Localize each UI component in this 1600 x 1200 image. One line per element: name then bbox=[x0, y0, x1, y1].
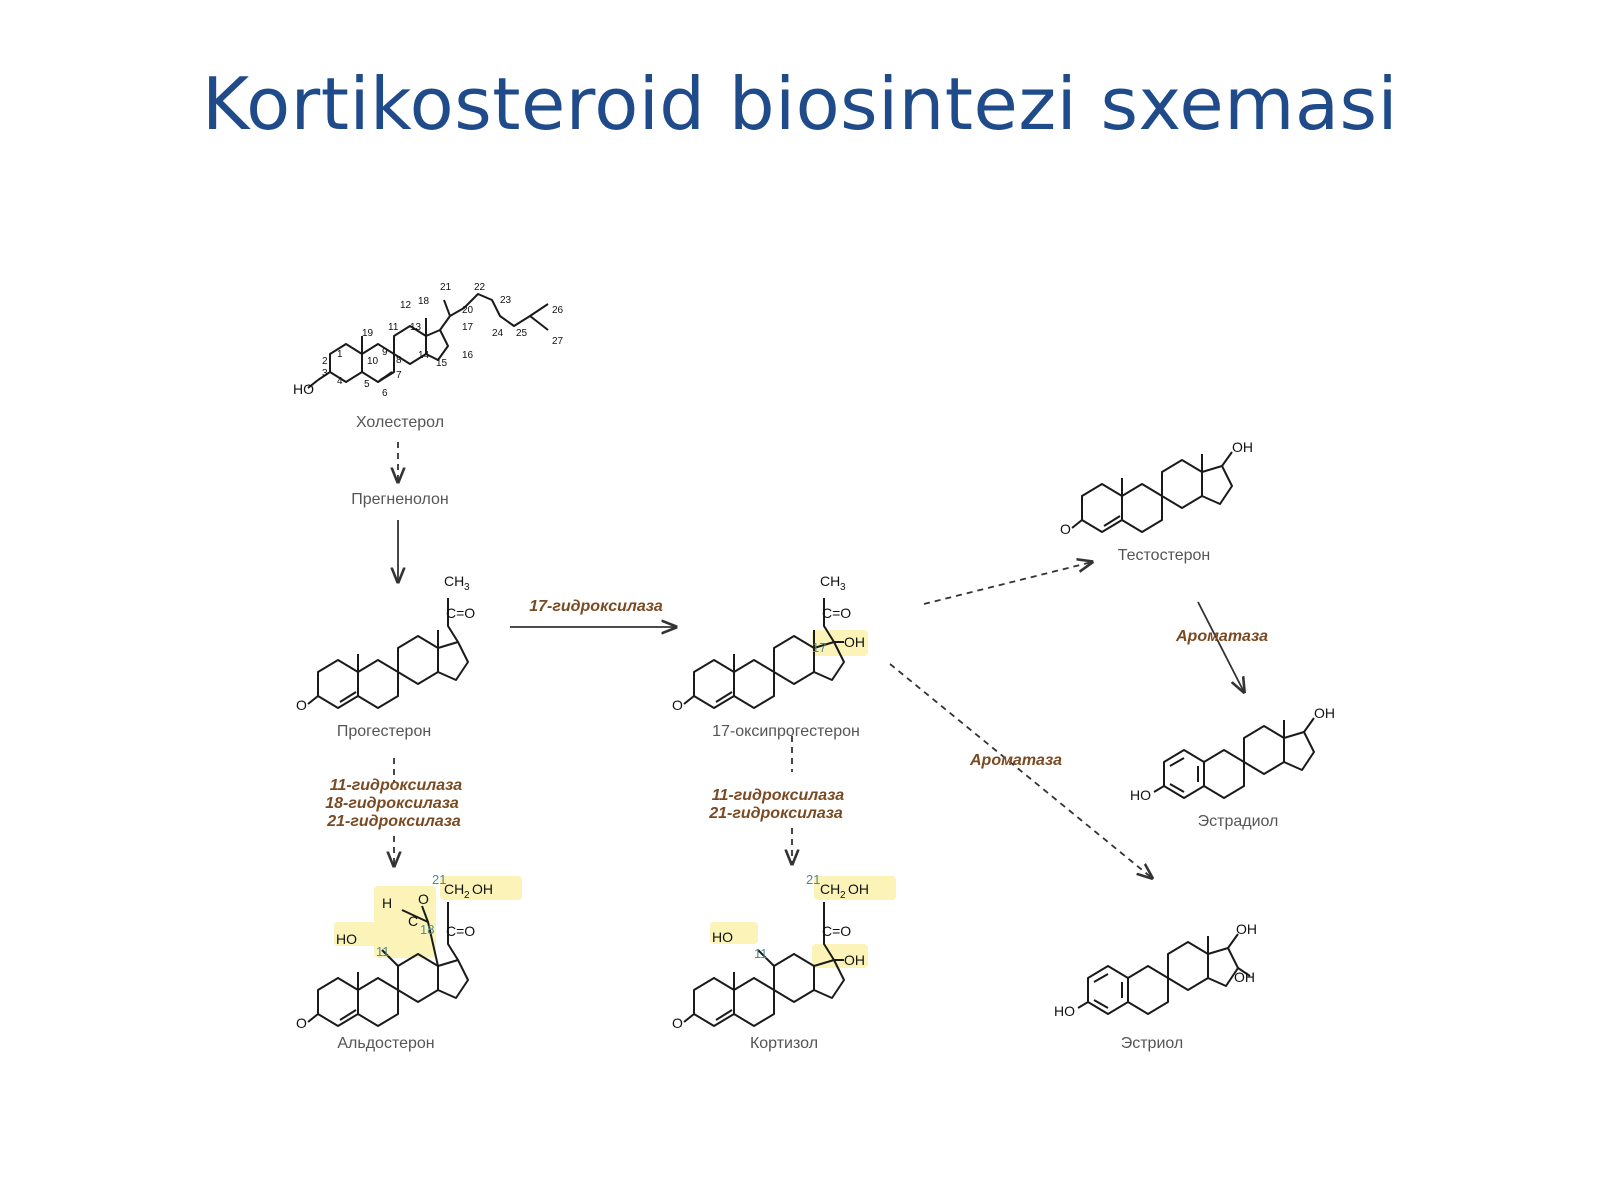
svg-text:C=O: C=O bbox=[446, 923, 475, 939]
svg-text:21: 21 bbox=[806, 872, 820, 887]
svg-text:8: 8 bbox=[396, 355, 402, 366]
svg-text:11: 11 bbox=[754, 946, 768, 961]
svg-text:OH: OH bbox=[844, 634, 865, 650]
aldosterone-label: Альдостерон bbox=[337, 1035, 434, 1052]
svg-text:18: 18 bbox=[418, 296, 430, 307]
svg-text:3: 3 bbox=[840, 582, 846, 593]
svg-text:O: O bbox=[672, 697, 683, 713]
enzyme-21-hydroxylase-a: 21-гидроксилаза bbox=[326, 813, 461, 830]
svg-text:5: 5 bbox=[364, 379, 370, 390]
svg-text:OH: OH bbox=[1236, 921, 1257, 937]
svg-text:6: 6 bbox=[382, 388, 388, 399]
svg-text:C=O: C=O bbox=[446, 605, 475, 621]
svg-text:OH: OH bbox=[1234, 969, 1255, 985]
svg-text:19: 19 bbox=[362, 328, 374, 339]
svg-text:21: 21 bbox=[432, 872, 446, 887]
svg-text:OH: OH bbox=[1314, 705, 1335, 721]
svg-text:7: 7 bbox=[396, 370, 402, 381]
svg-text:C: C bbox=[408, 913, 418, 929]
arrow-testosterone-estradiol bbox=[1197, 601, 1244, 692]
svg-text:CH: CH bbox=[444, 573, 464, 589]
svg-text:17: 17 bbox=[462, 322, 474, 333]
svg-text:14: 14 bbox=[418, 350, 430, 361]
svg-text:HO: HO bbox=[1130, 787, 1151, 803]
enzyme-11-hydroxylase-a: 11-гидроксилаза bbox=[330, 777, 462, 794]
aldosterone-structure: HO H C O 18 11 C=O CH 2 OH 21 O bbox=[296, 872, 522, 1031]
svg-text:O: O bbox=[672, 1015, 683, 1031]
svg-text:24: 24 bbox=[492, 328, 504, 339]
cholesterol-label: Холестерол bbox=[356, 414, 444, 431]
svg-text:26: 26 bbox=[552, 305, 564, 316]
arrow-17oh-testosterone bbox=[923, 562, 1092, 605]
svg-text:4: 4 bbox=[337, 376, 343, 387]
cholesterol-ho-label: HO bbox=[293, 381, 314, 397]
svg-text:2: 2 bbox=[464, 890, 470, 901]
svg-text:11: 11 bbox=[388, 322, 399, 333]
estriol-label: Эстриол bbox=[1121, 1035, 1184, 1052]
enzyme-18-hydroxylase: 18-гидроксилаза bbox=[325, 795, 459, 812]
enzyme-11-hydroxylase-b: 11-гидроксилаза bbox=[712, 787, 844, 804]
svg-text:OH: OH bbox=[844, 952, 865, 968]
pregnenolone-label: Прегненолон bbox=[351, 491, 449, 508]
svg-text:O: O bbox=[1060, 521, 1071, 537]
cortisol-label: Кортизол bbox=[750, 1035, 818, 1052]
svg-text:15: 15 bbox=[436, 358, 448, 369]
progesterone-structure: O C=O CH 3 bbox=[296, 573, 475, 713]
estradiol-structure: HO OH bbox=[1130, 705, 1335, 803]
svg-text:O: O bbox=[296, 1015, 307, 1031]
svg-text:3: 3 bbox=[322, 368, 328, 379]
svg-text:O: O bbox=[296, 697, 307, 713]
svg-text:20: 20 bbox=[462, 305, 474, 316]
svg-text:HO: HO bbox=[712, 929, 733, 945]
testosterone-structure: O OH bbox=[1060, 439, 1253, 537]
arrow-17oh-estriol bbox=[889, 663, 1152, 878]
svg-text:C=O: C=O bbox=[822, 605, 851, 621]
cortisol-structure: HO 11 OH C=O CH 2 OH 21 O bbox=[672, 872, 896, 1031]
svg-text:13: 13 bbox=[410, 322, 422, 333]
svg-text:9: 9 bbox=[382, 347, 388, 358]
svg-text:16: 16 bbox=[462, 350, 474, 361]
svg-text:OH: OH bbox=[1232, 439, 1253, 455]
svg-text:C=O: C=O bbox=[822, 923, 851, 939]
svg-text:O: O bbox=[418, 891, 429, 907]
svg-text:1: 1 bbox=[337, 349, 343, 360]
svg-text:18: 18 bbox=[420, 922, 434, 937]
svg-text:23: 23 bbox=[500, 295, 512, 306]
svg-text:10: 10 bbox=[367, 356, 379, 367]
estriol-structure: HO OH OH bbox=[1054, 921, 1257, 1019]
svg-text:27: 27 bbox=[552, 336, 564, 347]
svg-text:11: 11 bbox=[376, 944, 390, 959]
enzyme-aromatase-2: Ароматаза bbox=[969, 752, 1062, 769]
svg-text:21: 21 bbox=[440, 282, 452, 293]
estradiol-label: Эстрадиол bbox=[1198, 813, 1279, 830]
svg-text:12: 12 bbox=[400, 300, 412, 311]
cholesterol-structure: HO 1 2 3 4 5 6 7 8 9 10 11 12 13 14 15 1… bbox=[293, 282, 564, 399]
svg-text:2: 2 bbox=[322, 356, 328, 367]
svg-text:CH: CH bbox=[444, 881, 464, 897]
svg-text:3: 3 bbox=[464, 582, 470, 593]
svg-text:22: 22 bbox=[474, 282, 486, 293]
enzyme-21-hydroxylase-b: 21-гидроксилаза bbox=[708, 805, 843, 822]
svg-text:CH: CH bbox=[820, 573, 840, 589]
svg-text:HO: HO bbox=[1054, 1003, 1075, 1019]
enzyme-aromatase-1: Ароматаза bbox=[1175, 628, 1268, 645]
testosterone-label: Тестостерон bbox=[1118, 547, 1211, 564]
enzyme-17-hydroxylase: 17-гидроксилаза bbox=[529, 598, 663, 615]
svg-text:H: H bbox=[382, 895, 392, 911]
svg-text:OH: OH bbox=[848, 881, 869, 897]
svg-text:CH: CH bbox=[820, 881, 840, 897]
svg-text:HO: HO bbox=[336, 931, 357, 947]
svg-text:OH: OH bbox=[472, 881, 493, 897]
progesterone-label: Прогестерон bbox=[337, 723, 431, 740]
svg-text:17: 17 bbox=[812, 640, 826, 655]
slide-title: Kortikosteroid biosintezi sxemasi bbox=[202, 62, 1398, 146]
hydroxyprogesterone-label: 17-оксипрогестерон bbox=[712, 723, 860, 740]
hydroxyprogesterone-structure: O C=O CH 3 OH 17 bbox=[672, 573, 868, 713]
svg-text:25: 25 bbox=[516, 328, 528, 339]
svg-text:2: 2 bbox=[840, 890, 846, 901]
